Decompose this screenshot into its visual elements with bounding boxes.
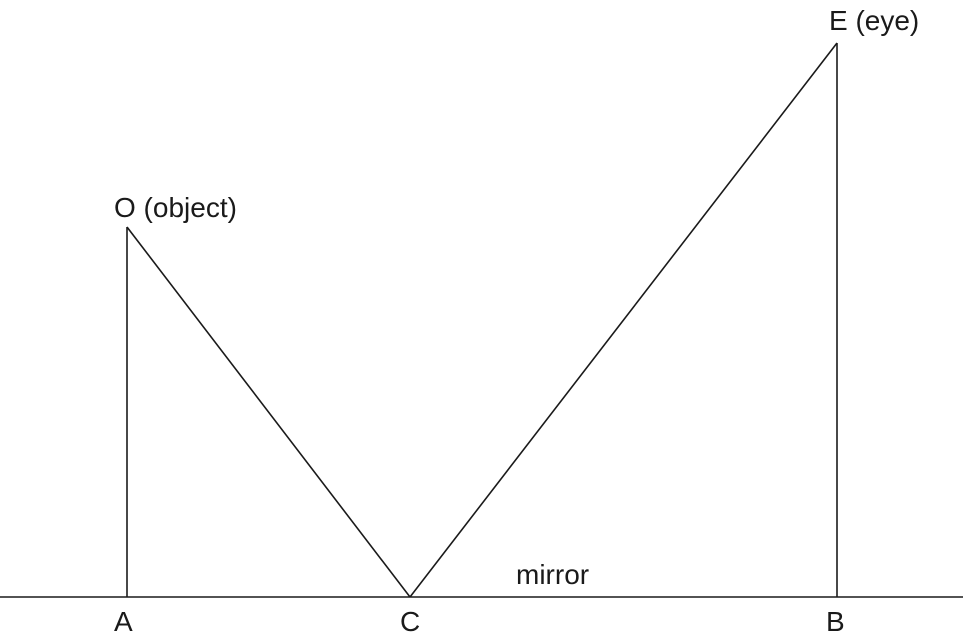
mirror-label: mirror xyxy=(516,559,590,590)
point-a-label: A xyxy=(114,606,133,637)
object-label: O (object) xyxy=(114,192,237,223)
point-c-label: C xyxy=(400,606,421,637)
incident-ray xyxy=(126,226,411,598)
point-b-label: B xyxy=(826,606,845,637)
eye-label: E (eye) xyxy=(829,5,920,36)
reflected-ray xyxy=(409,42,838,598)
